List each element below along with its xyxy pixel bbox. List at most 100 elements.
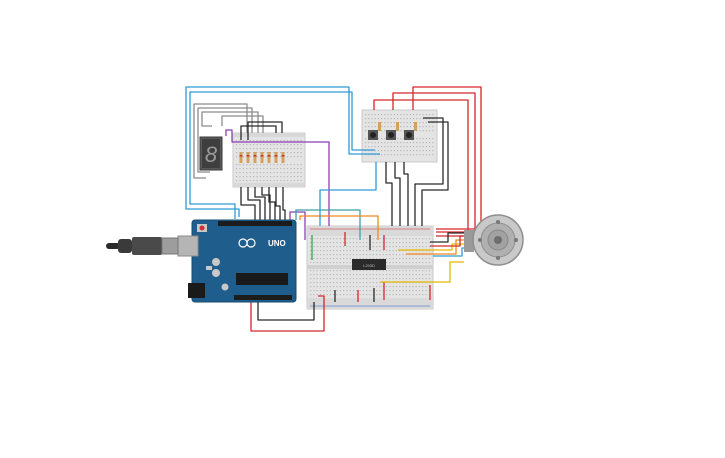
- breadboard-hole: [293, 156, 295, 158]
- wire-black-4: [261, 187, 271, 220]
- breadboard-hole: [381, 154, 383, 156]
- breadboard-hole: [273, 176, 275, 178]
- breadboard-hole: [253, 144, 255, 146]
- breadboard-hole: [359, 242, 361, 244]
- wires[interactable]: [185, 86, 482, 332]
- breadboard-hole: [412, 274, 414, 276]
- breadboard-hole: [343, 262, 345, 264]
- breadboard-hole: [280, 180, 282, 182]
- resistors-display[interactable]: [239, 152, 285, 163]
- breadboard-hole: [263, 148, 265, 150]
- resistor[interactable]: [253, 152, 257, 163]
- breadboard-hole: [425, 122, 427, 124]
- breadboard-hole: [287, 144, 289, 146]
- breadboard-hole: [316, 270, 318, 272]
- breadboard-hole: [346, 270, 348, 272]
- breadboard-hole: [425, 246, 427, 248]
- breadboard-hole: [266, 148, 268, 150]
- dc-motor[interactable]: [464, 214, 524, 266]
- breadboard-hole: [422, 150, 424, 152]
- usb-port[interactable]: [177, 235, 199, 257]
- push-button-3[interactable]: [404, 130, 414, 140]
- breadboard-hole: [385, 286, 388, 288]
- arduino-uno[interactable]: UNO: [177, 219, 297, 303]
- breadboard-hole: [349, 270, 351, 272]
- breadboard-hole: [256, 180, 258, 182]
- arduino-logo: [238, 238, 256, 248]
- breadboard-hole: [336, 282, 338, 284]
- resistor[interactable]: [260, 152, 264, 163]
- breadboard-hole: [359, 294, 361, 296]
- breadboard-hole: [374, 118, 376, 120]
- resistor-button-3[interactable]: [414, 122, 417, 131]
- breadboard-hole: [339, 290, 341, 292]
- breadboard-hole: [393, 150, 395, 152]
- breadboard-hole: [376, 286, 378, 288]
- breadboard-hole: [293, 164, 295, 166]
- breadboard-hole: [326, 254, 328, 256]
- wire-motor-black: [430, 232, 464, 243]
- breadboard-hole: [369, 282, 371, 284]
- breadboard-hole: [316, 242, 318, 244]
- breadboard-hole: [346, 290, 348, 292]
- breadboard-hole: [313, 254, 315, 256]
- breadboard-hole: [280, 152, 282, 154]
- wire-motor-red: [430, 235, 464, 247]
- breadboard-hole: [422, 126, 424, 128]
- resistor[interactable]: [239, 152, 243, 163]
- breadboard-hole: [425, 258, 427, 260]
- resistor[interactable]: [274, 152, 278, 163]
- breadboard-hole: [280, 156, 282, 158]
- breadboard-hole: [343, 294, 345, 296]
- breadboard-hole: [372, 250, 374, 252]
- breadboard-hole: [395, 242, 397, 244]
- ic-chip[interactable]: L293D: [352, 259, 386, 270]
- breadboard-hole: [399, 258, 401, 260]
- breadboard-hole: [395, 294, 397, 296]
- breadboard-hole: [329, 250, 331, 252]
- breadboard-hole: [349, 254, 351, 256]
- breadboard-hole: [368, 146, 370, 148]
- breadboard-hole: [249, 148, 251, 150]
- breadboard-hole: [412, 258, 414, 260]
- push-button-2[interactable]: [386, 130, 396, 140]
- breadboard-hole: [432, 146, 434, 148]
- resistor[interactable]: [281, 152, 285, 163]
- resistor[interactable]: [246, 152, 250, 163]
- breadboard-hole: [326, 246, 328, 248]
- resistor-button-2[interactable]: [396, 122, 399, 131]
- resistor-button-1[interactable]: [378, 122, 381, 131]
- seven-segment-display[interactable]: 8: [199, 136, 223, 171]
- breadboard-hole: [376, 250, 378, 252]
- breadboard-hole: [333, 262, 335, 264]
- breadboard-hole: [290, 164, 292, 166]
- breadboard-hole: [343, 270, 345, 272]
- breadboard-hole: [287, 172, 289, 174]
- breadboard-hole: [399, 262, 401, 264]
- breadboard-hole: [422, 142, 424, 144]
- breadboard-hole: [329, 294, 331, 296]
- breadboard-hole: [402, 258, 404, 260]
- breadboard-hole: [418, 278, 421, 280]
- breadboard-hole: [236, 152, 238, 154]
- breadboard-hole: [249, 172, 251, 174]
- breadboard-hole: [374, 146, 376, 148]
- breadboard-hole: [246, 180, 248, 182]
- breadboard-hole: [415, 294, 417, 296]
- breadboard-hole: [402, 290, 404, 292]
- breadboard-hole: [339, 254, 341, 256]
- breadboard-hole: [287, 140, 289, 142]
- breadboard-hole: [395, 286, 397, 288]
- power-jack[interactable]: [188, 283, 205, 298]
- breadboard-hole: [297, 168, 299, 170]
- breadboard-hole: [339, 242, 341, 244]
- breadboard-hole: [416, 146, 418, 148]
- breadboard-hole: [256, 164, 258, 166]
- breadboard-hole: [313, 262, 315, 264]
- push-buttons[interactable]: [368, 122, 417, 140]
- breadboard-hole: [339, 286, 341, 288]
- resistor[interactable]: [267, 152, 271, 163]
- push-button-1[interactable]: [368, 130, 378, 140]
- breadboard-hole: [425, 130, 427, 132]
